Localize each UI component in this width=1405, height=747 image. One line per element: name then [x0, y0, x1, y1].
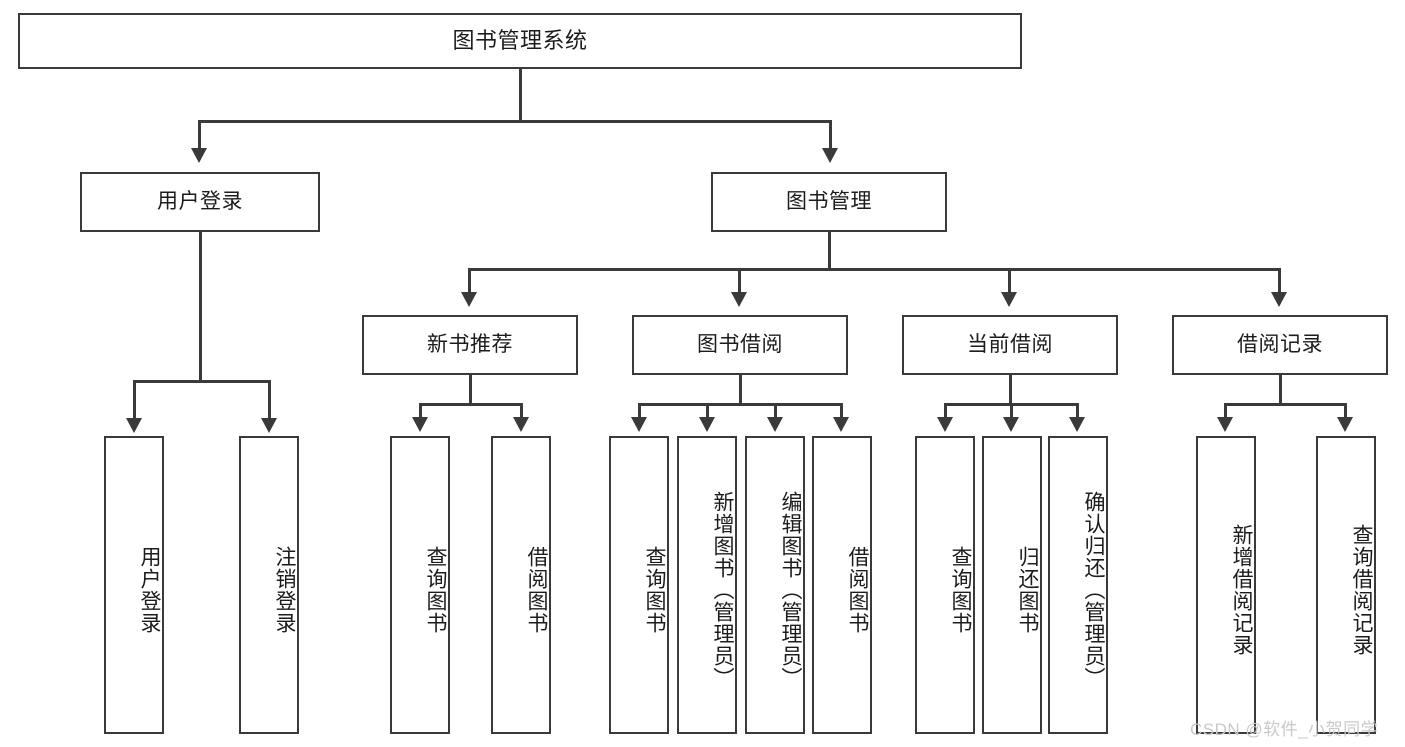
connector-bb-drop-1 — [638, 403, 641, 417]
connector-user-login-drop-2 — [268, 380, 271, 418]
connector-nbr-bus — [419, 403, 522, 406]
node-user-login[interactable]: 用户登录 — [80, 172, 320, 232]
connector-cb-drop-3 — [1076, 403, 1079, 417]
leaf-query-book-3[interactable]: 查询图书 — [915, 436, 975, 734]
node-label: 注销登录 — [273, 546, 296, 634]
connector-br-stem — [1279, 375, 1282, 405]
connector-root-stem — [519, 69, 522, 122]
connector-nbr-drop-2 — [520, 403, 523, 417]
arrowhead-leaf-user-logout — [261, 418, 277, 433]
connector-bb-drop-2 — [706, 403, 709, 417]
connector-user-login-stem — [199, 232, 202, 382]
leaf-add-record[interactable]: 新增借阅记录 — [1196, 436, 1256, 734]
arrowhead-to-book-management — [822, 148, 838, 163]
connector-user-login-drop-1 — [133, 380, 136, 418]
node-label: 新增图书（管理员） — [711, 491, 734, 689]
connector-user-login-bus — [133, 380, 270, 383]
connector-bm-drop-1 — [468, 268, 471, 292]
arrowhead-leaf-return-book — [1003, 417, 1019, 432]
node-label: 编辑图书（管理员） — [779, 491, 802, 689]
connector-cb-drop-2 — [1010, 403, 1013, 417]
arrowhead-book-borrow — [731, 292, 747, 307]
arrowhead-current-borrow — [1001, 292, 1017, 307]
node-book-management[interactable]: 图书管理 — [711, 172, 947, 232]
arrowhead-leaf-query-book-3 — [937, 417, 953, 432]
arrowhead-leaf-borrow-book-1 — [513, 417, 529, 432]
node-label: 当前借阅 — [967, 333, 1053, 357]
node-root-book-management-system[interactable]: 图书管理系统 — [18, 13, 1022, 69]
node-label: 查询图书 — [424, 546, 447, 634]
node-label: 归还图书 — [1016, 546, 1039, 634]
leaf-edit-book[interactable]: 编辑图书（管理员） — [745, 436, 805, 734]
connector-bb-stem — [739, 375, 742, 405]
leaf-query-book-1[interactable]: 查询图书 — [390, 436, 450, 734]
node-new-book-recommend[interactable]: 新书推荐 — [362, 315, 578, 375]
connector-bm-drop-3 — [1008, 268, 1011, 292]
connector-br-drop-1 — [1224, 403, 1227, 417]
node-label: 借阅记录 — [1237, 333, 1323, 357]
arrowhead-leaf-user-login — [126, 418, 142, 433]
arrowhead-borrow-record — [1271, 292, 1287, 307]
node-book-borrow[interactable]: 图书借阅 — [632, 315, 848, 375]
connector-bb-bus — [638, 403, 842, 406]
arrowhead-to-user-login — [191, 148, 207, 163]
connector-bb-drop-4 — [840, 403, 843, 417]
arrowhead-leaf-edit-book — [767, 417, 783, 432]
arrowhead-leaf-borrow-book-2 — [833, 417, 849, 432]
connector-br-bus — [1224, 403, 1346, 406]
node-label: 新增借阅记录 — [1230, 524, 1253, 656]
arrowhead-leaf-add-record — [1217, 417, 1233, 432]
node-label: 图书借阅 — [697, 333, 783, 357]
leaf-user-login[interactable]: 用户登录 — [104, 436, 164, 734]
watermark-text: CSDN @软件_小贺同学 — [1190, 720, 1379, 739]
connector-bm-drop-4 — [1278, 268, 1281, 292]
node-label: 用户登录 — [138, 546, 161, 634]
connector-root-to-book-management — [829, 120, 832, 148]
leaf-query-record[interactable]: 查询借阅记录 — [1316, 436, 1376, 734]
node-label: 图书管理 — [786, 190, 872, 214]
connector-book-management-bus — [468, 268, 1280, 271]
connector-book-management-stem — [828, 232, 831, 270]
node-label: 借阅图书 — [846, 546, 869, 634]
connector-nbr-stem — [469, 375, 472, 405]
arrowhead-new-book-recommend — [461, 292, 477, 307]
connector-root-bus — [198, 120, 832, 123]
node-label: 查询图书 — [949, 546, 972, 634]
leaf-borrow-book-2[interactable]: 借阅图书 — [812, 436, 872, 734]
leaf-borrow-book-1[interactable]: 借阅图书 — [491, 436, 551, 734]
node-label: 查询借阅记录 — [1350, 524, 1373, 656]
leaf-confirm-return[interactable]: 确认归还（管理员） — [1048, 436, 1108, 734]
connector-cb-stem — [1009, 375, 1012, 405]
connector-root-to-user-login — [198, 120, 201, 148]
node-current-borrow[interactable]: 当前借阅 — [902, 315, 1118, 375]
connector-bm-drop-2 — [738, 268, 741, 292]
node-label: 新书推荐 — [427, 333, 513, 357]
connector-bb-drop-3 — [774, 403, 777, 417]
arrowhead-leaf-query-record — [1337, 417, 1353, 432]
leaf-query-book-2[interactable]: 查询图书 — [609, 436, 669, 734]
leaf-return-book[interactable]: 归还图书 — [982, 436, 1042, 734]
node-label: 查询图书 — [643, 546, 666, 634]
node-label: 借阅图书 — [525, 546, 548, 634]
arrowhead-leaf-query-book-1 — [412, 417, 428, 432]
node-label: 图书管理系统 — [452, 27, 588, 53]
node-label: 用户登录 — [157, 190, 243, 214]
node-borrow-record[interactable]: 借阅记录 — [1172, 315, 1388, 375]
leaf-user-logout[interactable]: 注销登录 — [239, 436, 299, 734]
connector-br-drop-2 — [1344, 403, 1347, 417]
connector-cb-drop-1 — [944, 403, 947, 417]
leaf-add-book[interactable]: 新增图书（管理员） — [677, 436, 737, 734]
arrowhead-leaf-add-book — [699, 417, 715, 432]
arrowhead-leaf-confirm-return — [1069, 417, 1085, 432]
arrowhead-leaf-query-book-2 — [631, 417, 647, 432]
connector-nbr-drop-1 — [419, 403, 422, 417]
node-label: 确认归还（管理员） — [1082, 491, 1105, 689]
